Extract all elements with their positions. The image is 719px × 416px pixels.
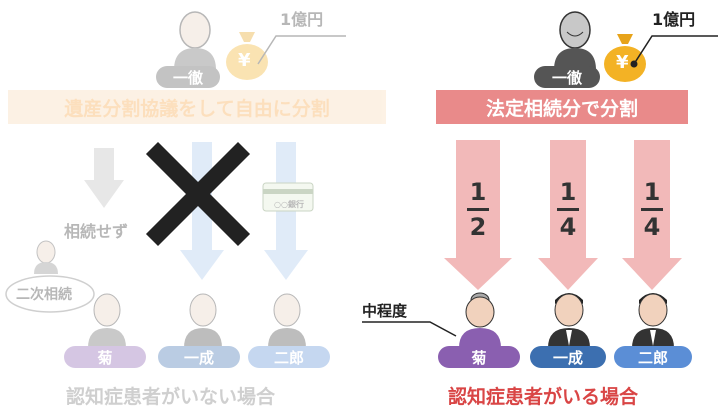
fraction-kiku: 1 2 [458,178,498,241]
amount-callout-line-left [257,35,346,65]
heir-avatar-kiku-left [88,293,126,348]
heir-name-issei-left: 一成 [158,346,240,368]
fraction-kiku-numerator: 1 [469,178,487,206]
heir-avatar-issei-right [548,293,590,348]
heir-name-kiku-right: 菊 [438,346,520,368]
money-bag-yen-right: ¥ [616,52,629,73]
arrow-blue-jiro-left [264,142,308,280]
arrow-pink-issei [538,140,598,290]
no-inherit-label: 相続せず [64,222,129,241]
fraction-issei-numerator: 1 [559,178,577,206]
amount-label-left: 1億円 [280,10,324,29]
bank-card-icon [262,182,314,212]
fraction-issei-bar [557,208,579,211]
fraction-jiro-numerator: 1 [643,178,661,206]
cross-icon [145,141,251,247]
fraction-kiku-bar [467,208,489,211]
arrow-gray-left [84,148,124,208]
bank-card-label: ○○銀行 [274,200,304,209]
heir-avatar-issei-left [184,293,222,348]
banner-right: 法定相続分で分割 [436,90,688,124]
arrow-pink-kiku [444,140,512,290]
grandmother-small-avatar [34,240,58,274]
heir-name-jiro-right: 二郎 [614,346,692,368]
heir-name-issei-right: 一成 [530,346,606,368]
dementia-callout-line [362,321,457,337]
money-bag-icon-right [604,34,646,82]
decedent-avatar-right [554,11,596,70]
arrow-blue-issei-left [180,142,224,280]
banner-left: 遺産分割協議をして自由に分割 [8,90,386,124]
heir-avatar-jiro-left [268,293,306,348]
money-bag-yen-left: ¥ [238,50,251,71]
heir-avatar-jiro-right [632,293,674,348]
heir-name-kiku-left: 菊 [64,346,146,368]
heir-avatar-kiku-right [459,292,501,348]
caption-left: 認知症患者がいない場合 [66,386,276,408]
amount-label-right: 1億円 [652,10,696,29]
fraction-jiro-denominator: 4 [643,213,661,241]
secondary-inheritance-label: 二次相続 [16,287,72,303]
decedent-name-left: 一徹 [156,66,220,88]
amount-callout-line-right [633,35,718,65]
fraction-kiku-denominator: 2 [469,213,487,241]
secondary-bubble [5,275,95,313]
decedent-avatar-left [174,11,216,70]
decedent-name-right: 一徹 [534,66,600,88]
caption-right: 認知症患者がいる場合 [448,386,639,408]
callout-dot-right [630,60,638,68]
fraction-jiro-bar [641,208,663,211]
dementia-level-label: 中程度 [362,302,408,320]
fraction-issei: 1 4 [548,178,588,241]
fraction-issei-denominator: 4 [559,213,577,241]
heir-name-jiro-left: 二郎 [248,346,330,368]
fraction-jiro: 1 4 [632,178,672,241]
arrow-pink-jiro [622,140,682,290]
money-bag-icon-left [226,32,268,80]
